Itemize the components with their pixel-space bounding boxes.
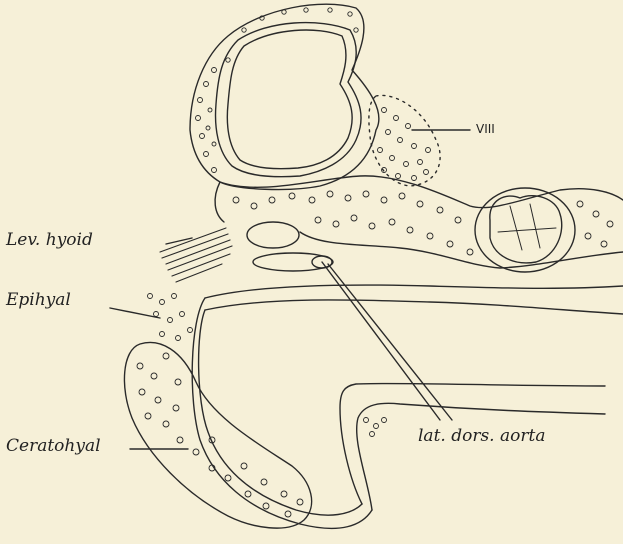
otic-vesicle-inner [227,30,352,169]
pharynx-upper-outer [205,285,623,298]
label-ceratohyal: Ceratohyal [6,438,101,455]
pharynx-upper-inner [205,300,623,314]
label-viii: VIII [476,123,495,135]
pharynx-loop-inner [199,310,362,515]
vessel-upper [247,222,299,248]
lev-hyoid-leader [166,238,192,244]
label-epihyal: Epihyal [6,292,71,309]
pharynx-lower-inner [357,403,605,510]
aorta-leader-b [328,264,452,420]
lev-hyoid-muscle [160,228,232,282]
otic-vesicle [216,23,362,177]
ceratohyal-cartilage [124,343,311,529]
dorsal-band-left [215,182,224,222]
label-lev-hyoid: Lev. hyoid [6,232,93,249]
label-lat-dors-aorta: lat. dors. aorta [418,428,545,445]
epihyal-leader [110,308,160,318]
ganglion-viii-outline [369,95,440,186]
